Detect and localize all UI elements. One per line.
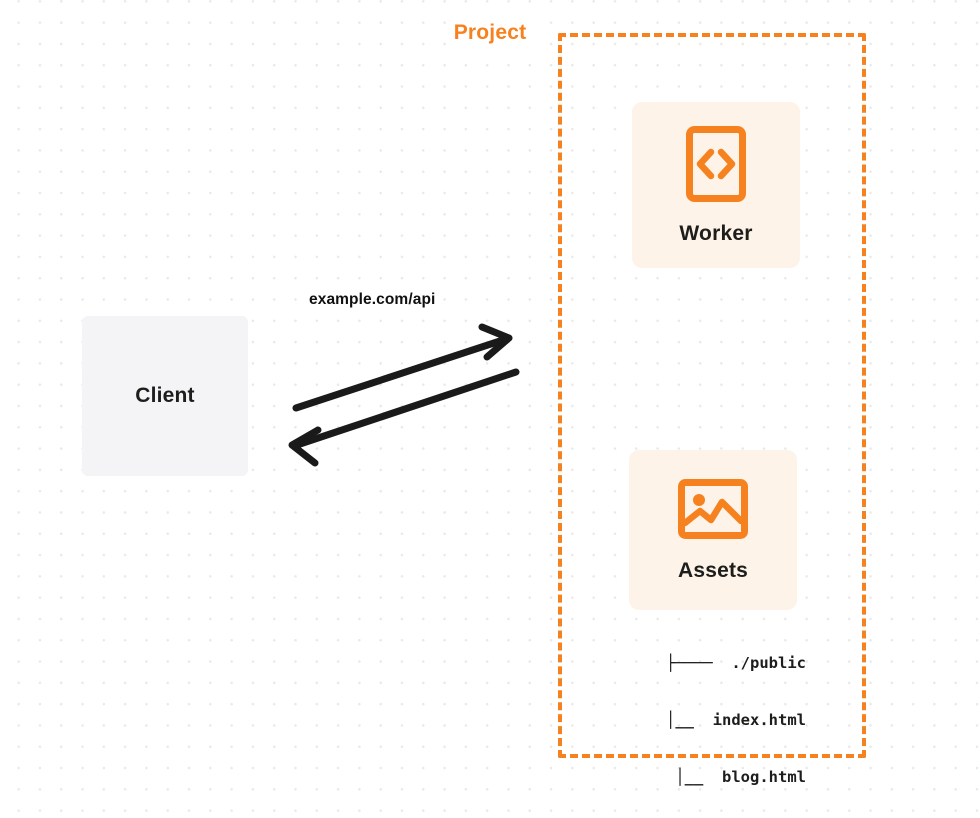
project-boundary (558, 33, 866, 758)
assets-node-label: Assets (677, 558, 749, 582)
tree-row: │__ blog.html (675, 768, 806, 786)
assets-node[interactable]: Assets (629, 450, 797, 610)
request-arrow (292, 323, 513, 412)
worker-node-label: Worker (679, 221, 753, 245)
project-title: Project (446, 21, 534, 45)
tree-row: │__ index.html (666, 711, 806, 729)
worker-node[interactable]: Worker (632, 102, 800, 268)
code-brackets-icon (685, 125, 747, 208)
image-icon (677, 478, 749, 545)
tree-row: ├──── ./public (666, 654, 806, 672)
response-arrow (288, 368, 520, 467)
assets-file-tree: ├──── ./public │__ index.html │__ blog.h… (606, 616, 806, 818)
client-node-label: Client (135, 384, 195, 407)
connection-label: example.com/api (309, 291, 436, 308)
client-node[interactable]: Client (82, 316, 248, 476)
